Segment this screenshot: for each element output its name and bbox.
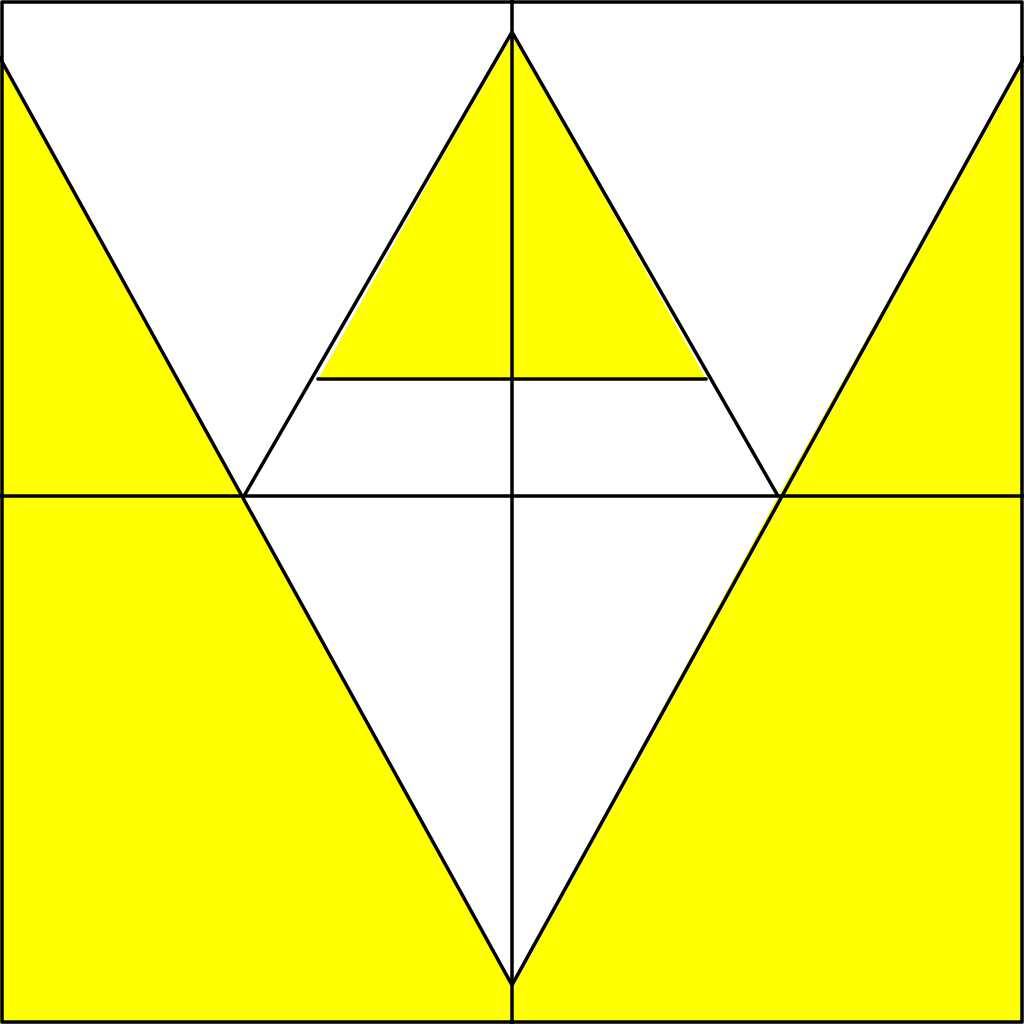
upper-left-white-region [0, 0, 512, 496]
right-inner-diagonal [510, 30, 780, 498]
right-lower-yellow-trapezoid [512, 496, 1024, 1024]
right-outer-diagonal [510, 56, 1024, 987]
left-inner-diagonal [242, 30, 514, 498]
left-lower-yellow-trapezoid [0, 496, 512, 1024]
left-outer-diagonal [0, 56, 514, 987]
upper-right-white-region [512, 0, 1024, 496]
